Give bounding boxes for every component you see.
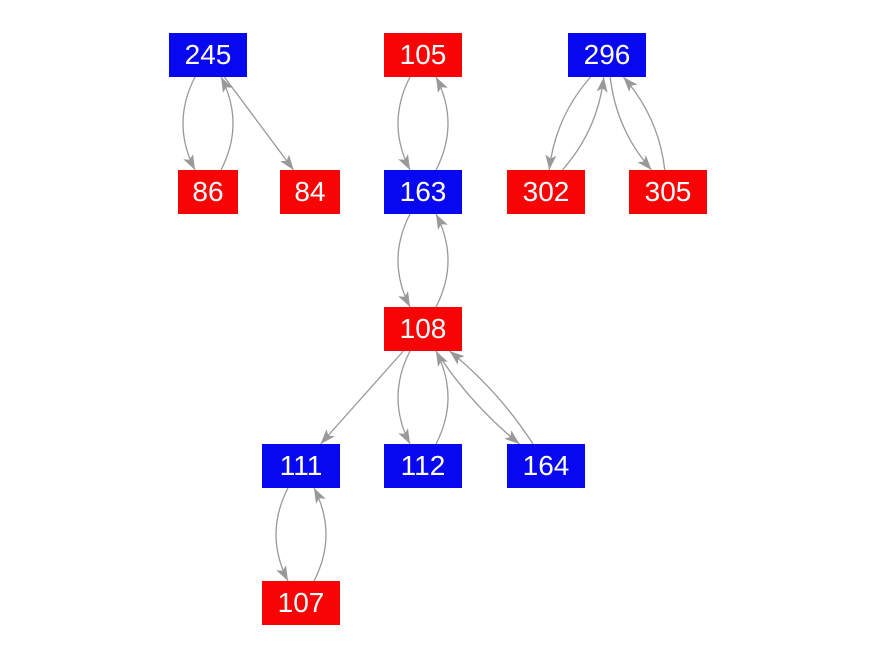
graph-node-296: 296: [568, 33, 646, 77]
graph-edge-108-to-111: [320, 350, 404, 445]
graph-edge-305-to-296: [622, 76, 666, 171]
graph-edge-302-to-296: [561, 76, 608, 171]
graph-edge-112-to-108: [435, 350, 449, 445]
graph-edge-108-to-163: [435, 213, 449, 308]
graph-edge-105-to-163: [397, 76, 411, 171]
graph-edge-86-to-245: [220, 76, 234, 171]
graph-edge-163-to-105: [435, 76, 449, 171]
graph-node-108: 108: [384, 307, 462, 351]
graph-edge-245-to-86: [182, 76, 196, 171]
graph-node-111: 111: [262, 444, 340, 488]
graph-node-305: 305: [629, 170, 707, 214]
graph-node-302: 302: [507, 170, 585, 214]
graph-edge-107-to-111: [313, 487, 327, 582]
graph-edge-245-to-84: [223, 76, 295, 171]
graph-edge-108-to-112: [397, 350, 411, 445]
graph-node-164: 164: [507, 444, 585, 488]
graph-node-163: 163: [384, 170, 462, 214]
graph-node-86: 86: [178, 170, 238, 214]
graph-edge-296-to-302: [545, 76, 592, 171]
graph-node-245: 245: [169, 33, 247, 77]
graph-edge-296-to-305: [609, 76, 653, 171]
graph-edge-163-to-108: [397, 213, 411, 308]
graph-node-107: 107: [262, 581, 340, 625]
graph-edge-108-to-164: [435, 350, 520, 445]
graph-node-112: 112: [384, 444, 462, 488]
graph-node-105: 105: [384, 33, 462, 77]
graph-edge-164-to-108: [449, 350, 534, 445]
graph-node-84: 84: [280, 170, 340, 214]
graph-edge-111-to-107: [275, 487, 289, 582]
